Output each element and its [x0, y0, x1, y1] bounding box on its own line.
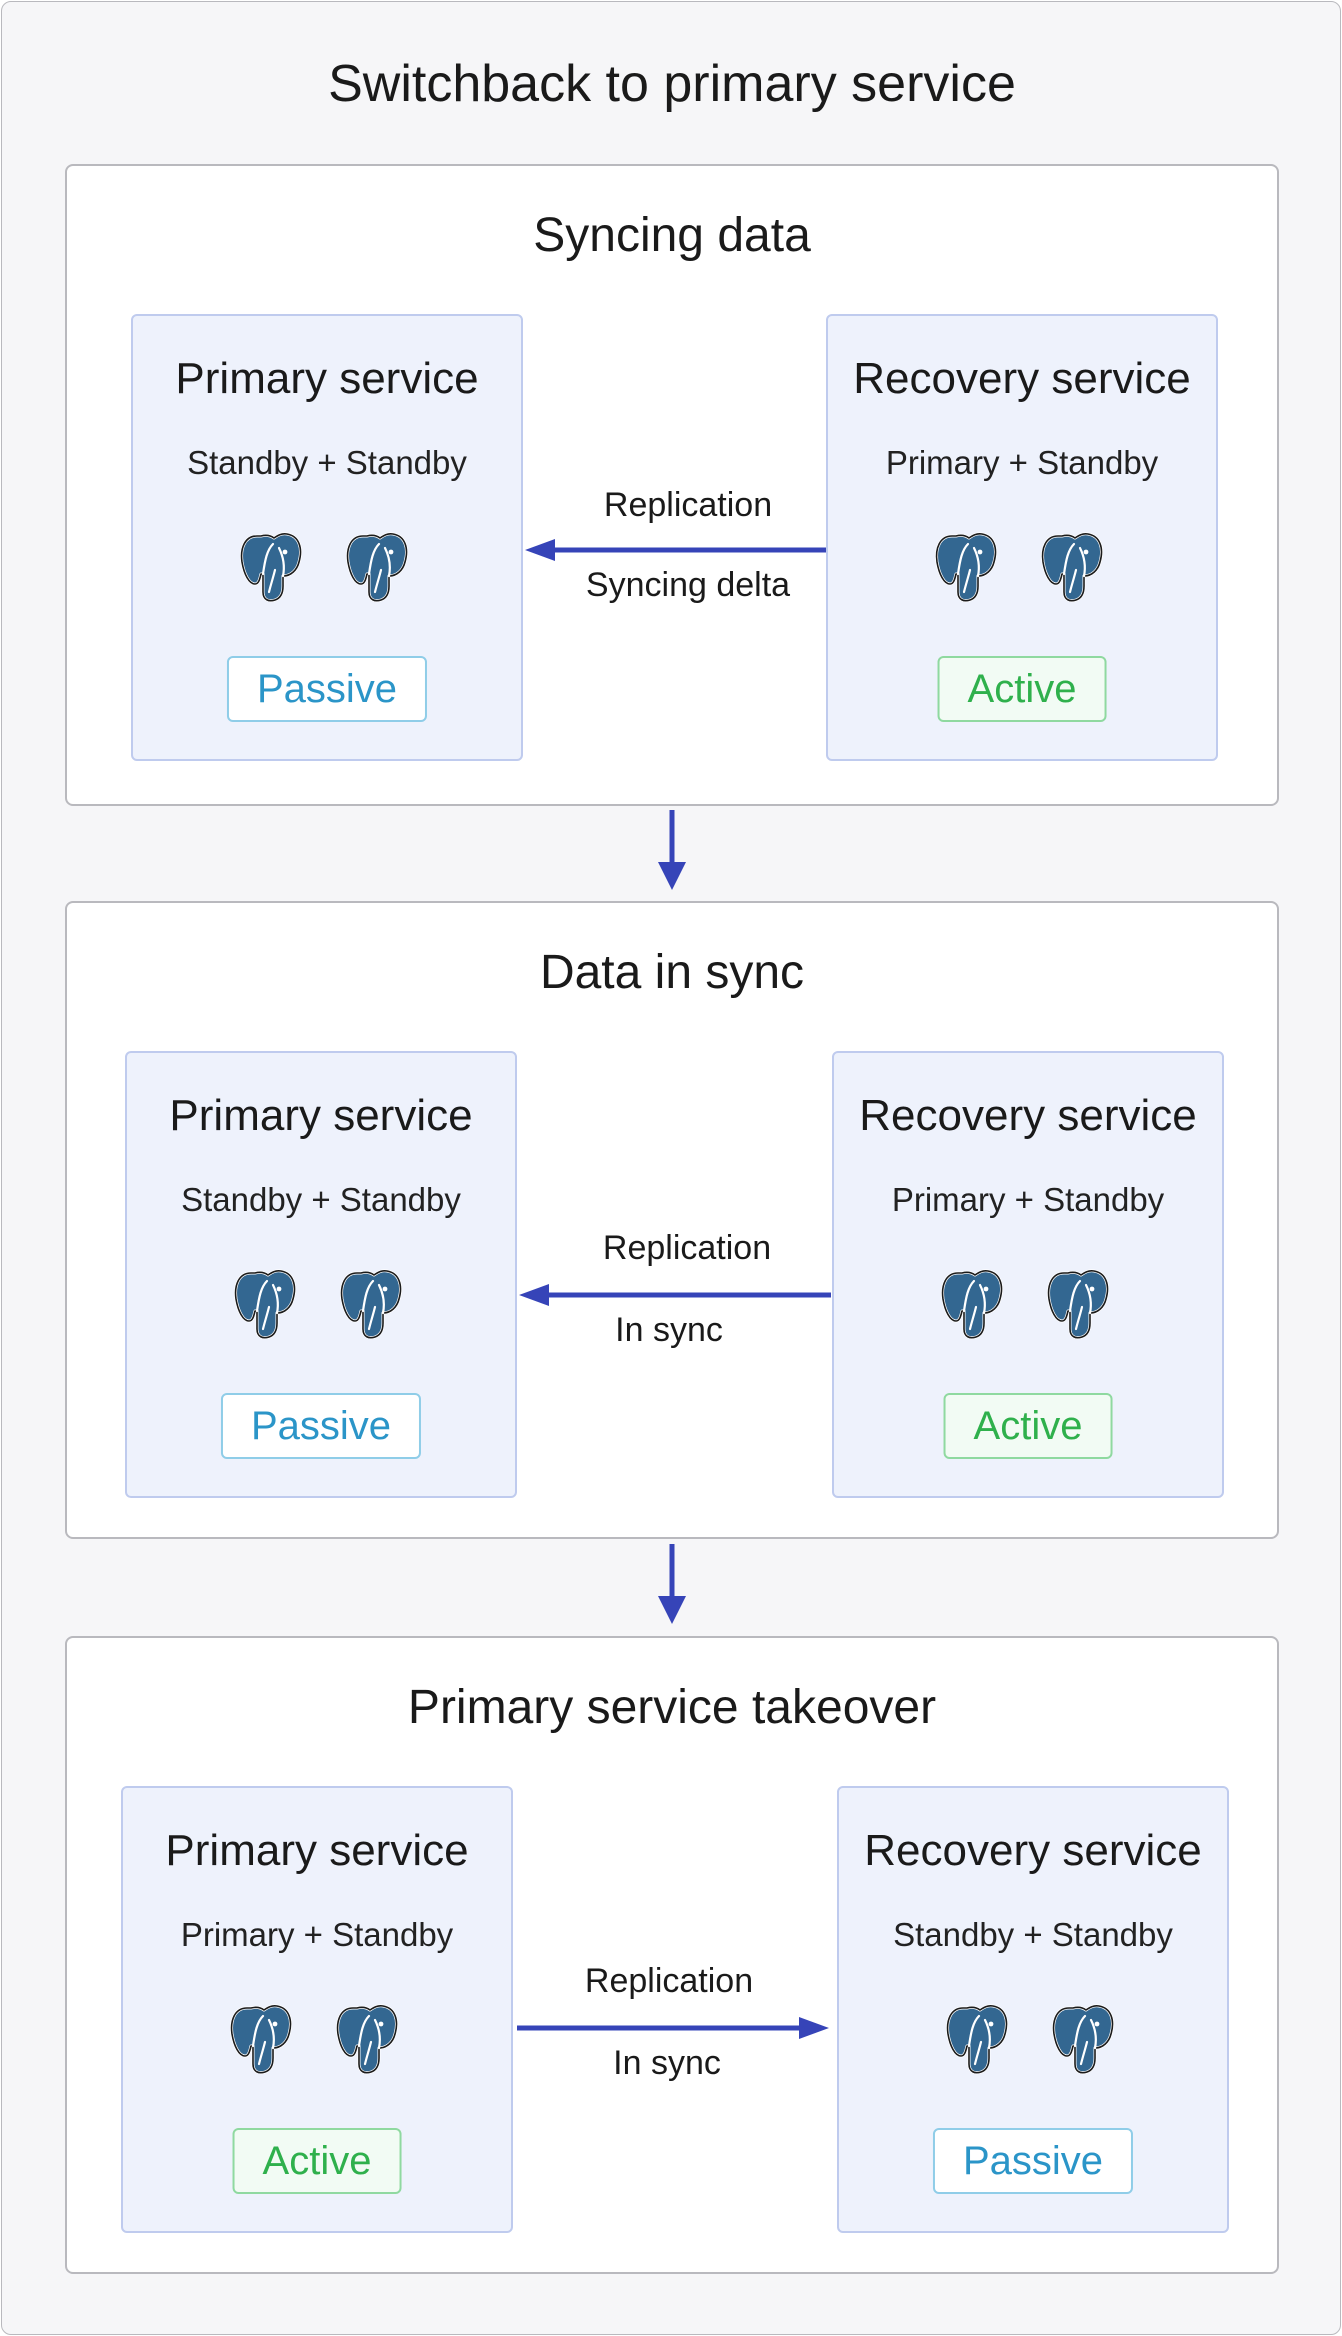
- status-badge: Passive: [932, 2128, 1134, 2194]
- service-title: Primary service: [165, 1826, 469, 1875]
- stage-title: Syncing data: [533, 209, 811, 262]
- postgresql-elephant-icon: [239, 530, 309, 604]
- postgresql-elephant-icon: [339, 1267, 409, 1341]
- replication-label: Replication: [603, 486, 773, 524]
- recovery-service-panel: Recovery service Primary + Standby Activ…: [832, 1051, 1224, 1498]
- service-roles: Standby + Standby: [187, 444, 467, 481]
- arrow-left-icon: [519, 1284, 831, 1306]
- diagram-title: Switchback to primary service: [328, 55, 1016, 113]
- status-badge: Active: [232, 2128, 402, 2194]
- stage-primary-service-takeover: Primary service takeover Primary service…: [65, 1636, 1279, 2274]
- service-roles: Standby + Standby: [893, 1916, 1173, 1953]
- stage-title: Primary service takeover: [407, 1681, 937, 1734]
- replication-state: In sync: [613, 2044, 721, 2082]
- service-roles: Standby + Standby: [181, 1181, 461, 1218]
- status-badge: Passive: [220, 1393, 422, 1459]
- replication-label: Replication: [602, 1229, 772, 1267]
- primary-service-panel: Primary service Standby + Standby Passiv…: [125, 1051, 517, 1498]
- service-roles: Primary + Standby: [885, 444, 1159, 481]
- postgresql-elephant-icon: [1040, 530, 1110, 604]
- recovery-service-panel: Recovery service Primary + Standby Activ…: [826, 314, 1218, 761]
- arrow-left-icon: [525, 539, 827, 561]
- postgresql-elephant-icon: [1046, 1267, 1116, 1341]
- replication-state: In sync: [615, 1311, 723, 1349]
- status-badge: Passive: [226, 656, 428, 722]
- stage-title: Data in sync: [539, 946, 805, 999]
- status-badge: Active: [937, 656, 1107, 722]
- service-title: Primary service: [175, 354, 479, 403]
- status-badge: Active: [943, 1393, 1113, 1459]
- postgresql-elephant-icon: [1051, 2002, 1121, 2076]
- postgresql-elephant-icon: [229, 2002, 299, 2076]
- postgresql-elephant-icon: [233, 1267, 303, 1341]
- arrow-down-icon: [658, 1544, 686, 1624]
- service-title: Recovery service: [864, 1826, 1202, 1875]
- stage-data-in-sync: Data in sync Primary service Standby + S…: [65, 901, 1279, 1539]
- stage-syncing-data: Syncing data Primary service Standby + S…: [65, 164, 1279, 806]
- recovery-service-panel: Recovery service Standby + Standby Passi…: [837, 1786, 1229, 2233]
- service-title: Primary service: [169, 1091, 473, 1140]
- replication-state: Syncing delta: [585, 566, 791, 604]
- service-title: Recovery service: [853, 354, 1191, 403]
- replication-link: Replication Syncing delta: [523, 486, 833, 636]
- service-roles: Primary + Standby: [180, 1916, 454, 1953]
- postgresql-elephant-icon: [335, 2002, 405, 2076]
- primary-service-panel: Primary service Standby + Standby Passiv…: [131, 314, 523, 761]
- postgresql-elephant-icon: [934, 530, 1004, 604]
- primary-service-panel: Primary service Primary + Standby Active: [121, 1786, 513, 2233]
- replication-link: Replication In sync: [515, 1962, 831, 2112]
- service-roles: Primary + Standby: [891, 1181, 1165, 1218]
- replication-link: Replication In sync: [517, 1229, 837, 1379]
- service-title: Recovery service: [859, 1091, 1197, 1140]
- postgresql-elephant-icon: [940, 1267, 1010, 1341]
- arrow-down-icon: [658, 810, 686, 890]
- arrow-right-icon: [517, 2017, 829, 2039]
- replication-label: Replication: [584, 1962, 754, 2000]
- postgresql-elephant-icon: [345, 530, 415, 604]
- postgresql-elephant-icon: [945, 2002, 1015, 2076]
